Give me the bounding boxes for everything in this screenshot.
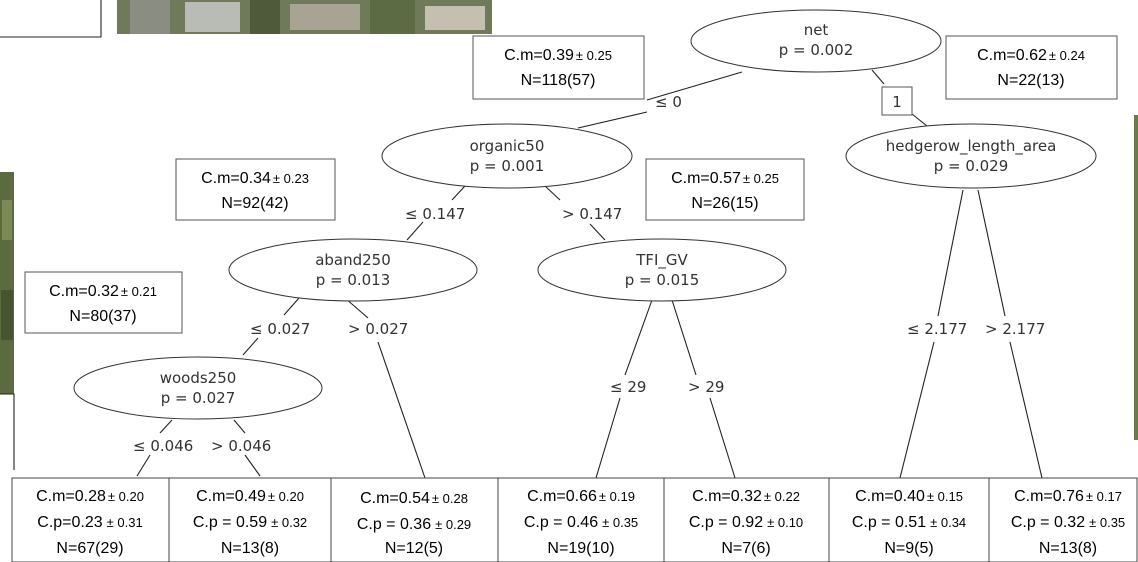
svg-text:C.p = 0.36± 0.29: C.p = 0.36± 0.29 [357,516,471,533]
inset-frame-left [0,393,15,470]
svg-text:1: 1 [892,93,902,111]
node-hedgerow-length-area: hedgerow_length_area p = 0.029 [845,123,1097,189]
node-net-p: p = 0.002 [779,41,854,59]
svg-text:C.m=0.32± 0.21: C.m=0.32± 0.21 [49,283,157,300]
edge-net-right-lower [911,113,928,127]
svg-text:C.m=0.54± 0.28: C.m=0.54± 0.28 [360,490,468,507]
svg-text:C.m=0.28± 0.20: C.m=0.28± 0.20 [36,488,144,505]
svg-text:p = 0.013: p = 0.013 [316,271,391,289]
edge-label-net-left: ≤ 0 [655,93,682,111]
svg-text:N=12(5): N=12(5) [385,540,443,557]
svg-text:N=13(8): N=13(8) [221,540,279,557]
node-woods250: woods250 p = 0.027 [73,356,323,420]
leaf-box-2: C.m=0.49± 0.20 C.p = 0.59± 0.32 N=13(8) [168,477,332,562]
tree-edges [136,69,1043,479]
edge-organic-left-lower [406,221,424,241]
svg-text:> 0.147: > 0.147 [562,205,622,223]
info-box-aband250: C.m=0.32± 0.21 N=80(37) [24,271,183,334]
svg-text:≤ 0.147: ≤ 0.147 [405,205,465,223]
svg-text:≤ 0.027: ≤ 0.027 [250,320,310,338]
edge-labels: ≤ 0 ≤ 0.147 > 0.147 ≤ 0.027 > 0.027 ≤ 0.… [133,93,1045,455]
svg-text:N=118(57): N=118(57) [521,72,596,89]
svg-text:N=67(29): N=67(29) [56,540,123,557]
node-organic50: organic50 p = 0.001 [381,123,633,189]
svg-text:woods250: woods250 [160,369,237,387]
info-box-net: C.m=0.39± 0.25 N=118(57) [472,35,645,100]
svg-text:N=22(13): N=22(13) [997,72,1064,89]
svg-text:C.m=0.76± 0.17: C.m=0.76± 0.17 [1014,488,1122,505]
node-tfi-gv: TFI_GV p = 0.015 [537,238,787,302]
svg-text:> 0.027: > 0.027 [348,320,408,338]
leaf-box-1: C.m=0.28± 0.20 C.p=0.23± 0.31 N=67(29) [11,477,170,562]
svg-text:hedgerow_length_area: hedgerow_length_area [886,137,1057,156]
svg-text:C.m=0.49± 0.20: C.m=0.49± 0.20 [196,488,304,505]
svg-text:N=9(5): N=9(5) [884,540,933,557]
svg-text:organic50: organic50 [470,137,545,155]
svg-text:aband250: aband250 [315,251,391,269]
info-box-hedgerow: C.m=0.62± 0.24 N=22(13) [945,35,1118,100]
svg-text:C.m=0.57± 0.25: C.m=0.57± 0.25 [671,170,779,187]
svg-text:≤ 2.177: ≤ 2.177 [907,320,967,338]
aerial-photo-fragment-right [1134,115,1138,440]
node-id-badge: 1 [881,86,913,116]
svg-text:≤ 29: ≤ 29 [610,378,646,396]
leaf-box-4: C.m=0.66± 0.19 C.p = 0.46± 0.35 N=19(10) [497,477,665,562]
svg-text:> 0.046: > 0.046 [211,437,271,455]
edge-net-left-lower [577,111,648,129]
aerial-photo-fragment-top [117,0,492,34]
svg-text:C.p = 0.46± 0.35: C.p = 0.46± 0.35 [524,514,638,531]
leaf-box-3: C.m=0.54± 0.28 C.p = 0.36± 0.29 N=12(5) [330,477,499,562]
svg-text:C.m=0.39± 0.25: C.m=0.39± 0.25 [504,47,612,64]
svg-text:N=92(42): N=92(42) [221,195,288,212]
edge-organic-right [544,185,561,201]
edge-organic-left [451,185,466,201]
svg-text:C.m=0.66± 0.19: C.m=0.66± 0.19 [527,488,635,505]
svg-text:C.m=0.62± 0.24: C.m=0.62± 0.24 [977,47,1085,64]
svg-text:N=80(37): N=80(37) [69,308,136,325]
info-box-organic50: C.m=0.34± 0.23 N=92(42) [175,158,336,221]
svg-text:p = 0.027: p = 0.027 [161,389,236,407]
leaf-box-7: C.m=0.76± 0.17 C.p = 0.32± 0.35 N=13(8) [988,477,1138,562]
info-box-tfi-gv: C.m=0.57± 0.25 N=26(15) [645,158,805,221]
node-net: net p = 0.002 [690,9,942,73]
svg-text:C.p = 0.32± 0.35: C.p = 0.32± 0.35 [1011,514,1125,531]
node-aband250: aband250 p = 0.013 [228,238,478,302]
svg-text:N=19(10): N=19(10) [547,540,614,557]
svg-text:N=26(15): N=26(15) [691,195,758,212]
svg-text:p = 0.015: p = 0.015 [625,271,700,289]
svg-text:TFI_GV: TFI_GV [635,251,688,270]
edge-net-right [871,69,885,85]
svg-text:> 29: > 29 [688,378,724,396]
node-net-name: net [804,21,829,39]
svg-text:C.p = 0.59± 0.32: C.p = 0.59± 0.32 [193,514,307,531]
svg-text:> 2.177: > 2.177 [985,320,1045,338]
svg-text:≤ 0.046: ≤ 0.046 [133,437,193,455]
svg-text:N=13(8): N=13(8) [1039,540,1097,557]
leaf-box-5: C.m=0.32± 0.22 C.p = 0.92± 0.10 N=7(6) [663,477,830,562]
edge-organic-right-lower [589,223,606,241]
inset-frame-top-left [0,0,102,38]
svg-text:C.m=0.34± 0.23: C.m=0.34± 0.23 [201,170,309,187]
svg-text:C.p = 0.92± 0.10: C.p = 0.92± 0.10 [689,514,803,531]
leaf-box-6: C.m=0.40± 0.15 C.p = 0.51± 0.34 N=9(5) [828,477,990,562]
svg-text:p = 0.001: p = 0.001 [470,157,545,175]
svg-text:p = 0.029: p = 0.029 [934,157,1009,175]
edge-net-left [646,71,743,101]
svg-text:C.m=0.40± 0.15: C.m=0.40± 0.15 [855,488,963,505]
svg-text:C.p=0.23± 0.31: C.p=0.23± 0.31 [37,514,142,531]
svg-text:C.m=0.32± 0.22: C.m=0.32± 0.22 [692,488,800,505]
svg-text:C.p = 0.51± 0.34: C.p = 0.51± 0.34 [852,514,966,531]
aerial-photo-fragment-left [0,172,14,394]
svg-text:N=7(6): N=7(6) [721,540,770,557]
